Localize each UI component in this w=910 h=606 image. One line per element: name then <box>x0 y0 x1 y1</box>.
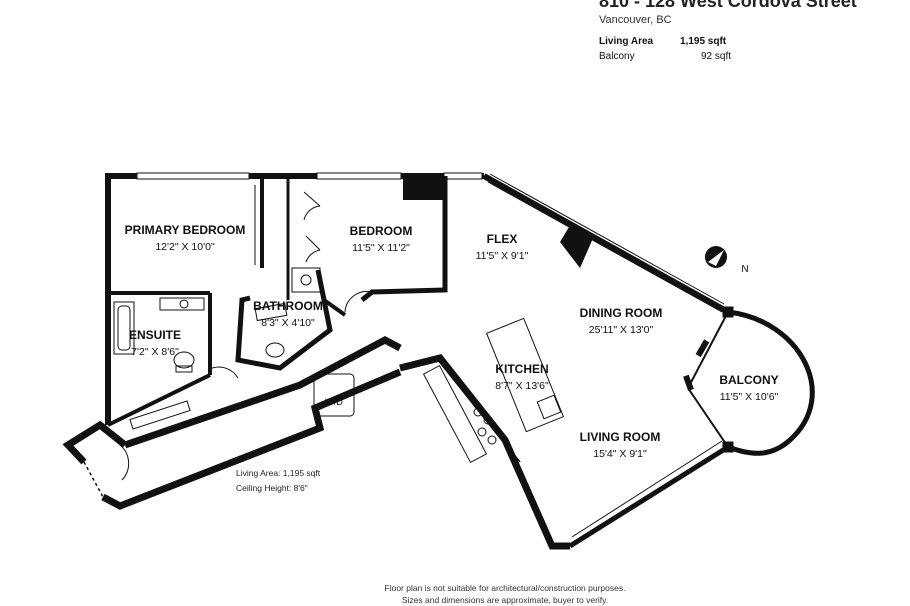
room-primary-bedroom-dims: 12'2" X 10'0" <box>155 241 215 253</box>
room-ensuite-dims: 7'2" X 8'6" <box>131 346 179 358</box>
kitchen-island-icon <box>485 317 565 433</box>
bathtub-icon <box>113 301 135 355</box>
room-flex-dims: 11'5" X 9'1" <box>476 250 529 262</box>
ensuite-vanity-icon <box>159 297 205 311</box>
note-living-area: Living Area: 1,195 sqft <box>236 468 321 478</box>
note-ceiling-height: Ceiling Height: 8'6" <box>236 483 308 493</box>
bathroom-tub-icon <box>254 302 288 322</box>
property-address: 810 - 128 West Cordova Street <box>599 0 857 11</box>
room-dining-name: DINING ROOM <box>580 306 663 320</box>
washer-dryer-icon <box>313 373 355 417</box>
north-label: N <box>741 264 748 275</box>
room-dining-dims: 25'11" X 13'0" <box>589 324 654 336</box>
fixtures <box>113 267 710 464</box>
ensuite-toilet-icon <box>173 351 195 369</box>
kitchen-counter-icon <box>422 364 488 464</box>
exterior-walls <box>62 172 815 550</box>
bathroom-toilet-icon <box>265 342 285 358</box>
room-balcony-name: BALCONY <box>719 373 778 387</box>
room-primary-bedroom-name: PRIMARY BEDROOM <box>125 223 246 237</box>
footer-disclaimer-line2: Sizes and dimensions are approximate, bu… <box>401 595 609 605</box>
washer-dryer-label: W/D <box>325 397 343 407</box>
stove-burner-icon <box>473 407 483 417</box>
room-balcony-dims: 11'5" X 10'6" <box>720 391 779 403</box>
footer-disclaimer-line1: Floor plan is not suitable for architect… <box>384 583 626 593</box>
closet-icon <box>129 400 191 430</box>
room-kitchen-name: KITCHEN <box>495 362 548 376</box>
room-bedroom-dims: 11'5" X 11'2" <box>352 242 410 254</box>
north-arrow-icon <box>705 246 727 268</box>
balcony-value: 92 sqft <box>701 51 732 62</box>
room-flex-name: FLEX <box>487 232 518 246</box>
bathroom-vanity-icon <box>291 267 321 293</box>
room-bedroom-name: BEDROOM <box>350 224 413 238</box>
living-area-value: 1,195 sqft <box>680 36 727 47</box>
room-bathroom-name: BATHROOM <box>253 299 323 313</box>
room-living-name: LIVING ROOM <box>580 430 661 444</box>
room-kitchen-dims: 8'7" X 13'6" <box>495 380 549 392</box>
property-city: Vancouver, BC <box>599 14 672 26</box>
balcony-label: Balcony <box>599 51 635 62</box>
room-ensuite-name: ENSUITE <box>129 328 181 342</box>
room-bathroom-dims: 8'3" X 4'10" <box>261 317 315 329</box>
living-area-label: Living Area <box>599 36 654 47</box>
room-living-dims: 15'4" X 9'1" <box>593 448 647 460</box>
